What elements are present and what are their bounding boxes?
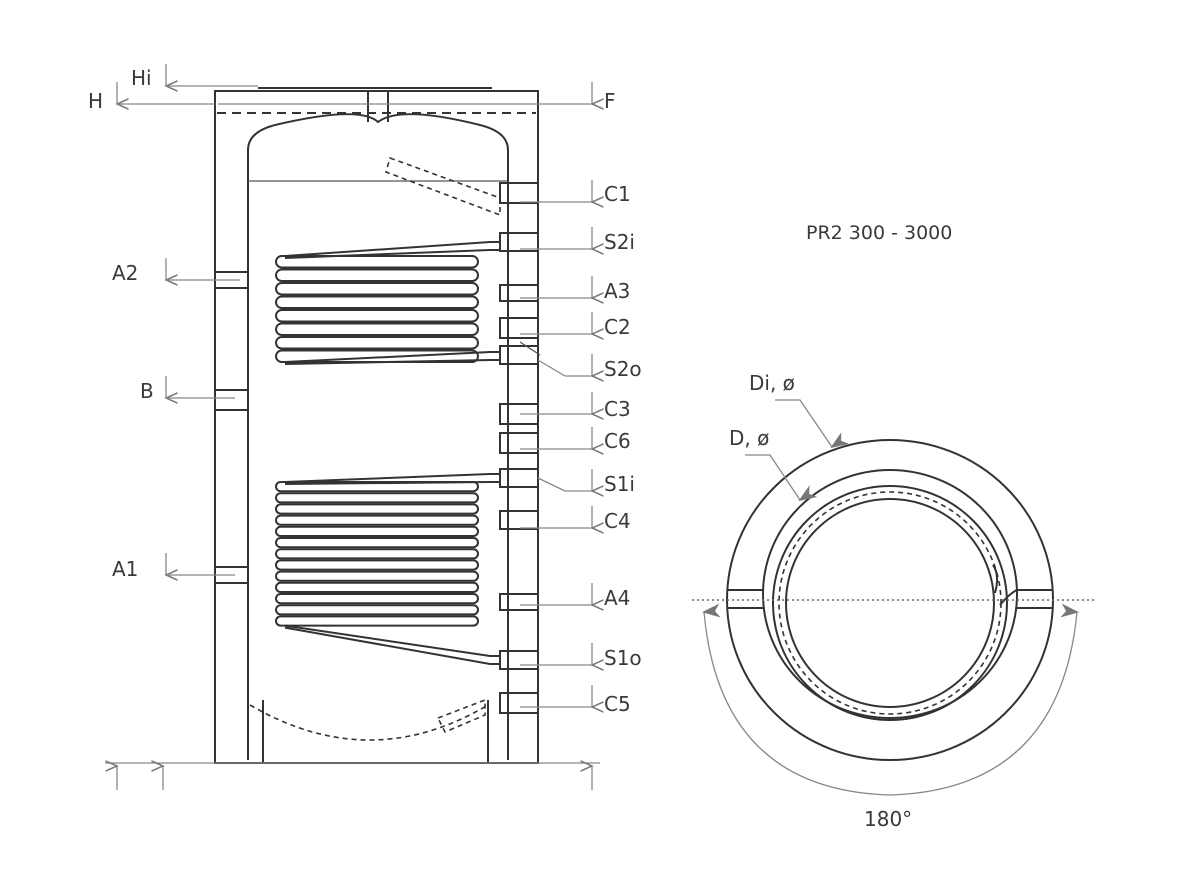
label-f: F [604, 89, 616, 113]
pipe-fitting [499, 692, 539, 714]
coil-loop [275, 559, 479, 571]
coil-loop [275, 615, 479, 627]
label-h: H [88, 89, 103, 113]
leader-line [537, 359, 566, 377]
pipe-fitting [499, 432, 539, 454]
pipe-fitting [499, 593, 539, 611]
dimension-lines [117, 64, 592, 707]
coil-loop [275, 514, 479, 526]
coil-loop [275, 322, 479, 336]
label-a4: A4 [604, 586, 630, 610]
floor-arrows [105, 763, 600, 790]
model-title: PR2 300 - 3000 [806, 222, 952, 244]
coil-loop [275, 503, 479, 515]
label-s2o: S2o [604, 357, 642, 381]
label-s2i: S2i [604, 230, 635, 254]
coil-loop [275, 537, 479, 549]
pipe-fitting [499, 468, 539, 488]
label-c6: C6 [604, 429, 631, 453]
coil-loop [275, 295, 479, 309]
tank-side-view [214, 87, 541, 764]
coil-loop [275, 492, 479, 504]
tank-top-view [692, 399, 1095, 796]
label-s1i: S1i [604, 472, 635, 496]
lower-heat-exchanger-coil [275, 473, 500, 665]
coil-loop [275, 593, 479, 605]
coil-loop [275, 525, 479, 537]
label-c3: C3 [604, 397, 631, 421]
coil-loop [275, 581, 479, 593]
label-a2: A2 [112, 261, 138, 285]
coil-loop [275, 481, 479, 493]
label-s1o: S1o [604, 646, 642, 670]
coil-loop [275, 548, 479, 560]
coil-loop [275, 570, 479, 582]
pipe-fitting [499, 345, 539, 365]
pipe-fitting [499, 510, 539, 530]
pipe-fitting [499, 284, 539, 302]
label-di-diameter: Di, ø [749, 371, 795, 395]
coil-loop [275, 255, 479, 269]
coil-loop [275, 268, 479, 282]
leader-line [537, 477, 566, 492]
label-a1: A1 [112, 557, 138, 581]
label-c1: C1 [604, 182, 631, 206]
coil-loop [275, 309, 479, 323]
label-c2: C2 [604, 315, 631, 339]
pipe-fitting [499, 650, 539, 670]
coil-loop [275, 282, 479, 296]
pipe-fitting [499, 317, 539, 339]
label-c4: C4 [604, 509, 631, 533]
label-b: B [140, 379, 154, 403]
label-angle: 180° [864, 807, 912, 831]
coil-loop [275, 604, 479, 616]
pipe-fitting [499, 182, 539, 204]
pipe-fitting [499, 232, 539, 252]
upper-heat-exchanger-coil [275, 241, 500, 365]
coil-loop [275, 336, 479, 350]
pipe-fitting [214, 389, 249, 411]
label-c5: C5 [604, 692, 631, 716]
label-hi: Hi [131, 66, 152, 90]
label-a3: A3 [604, 279, 630, 303]
label-d-diameter: D, ø [729, 426, 769, 450]
